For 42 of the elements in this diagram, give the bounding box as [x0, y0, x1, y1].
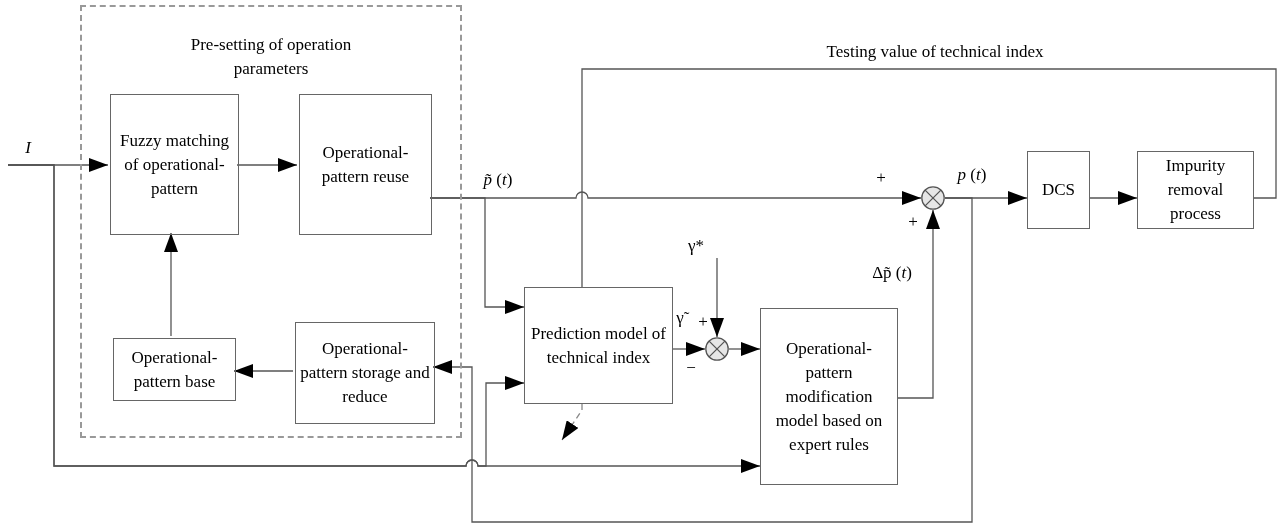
summing-junction	[705, 337, 729, 361]
summing-junction	[921, 186, 945, 210]
group-title: Pre-setting of operation parameters	[189, 34, 353, 80]
arrow	[7, 164, 761, 473]
sign-label: +	[876, 169, 886, 187]
box-label: Impurity removal process	[1164, 155, 1227, 225]
arrow	[728, 342, 761, 356]
dashed-group-box	[80, 5, 462, 438]
arrow	[236, 158, 298, 172]
arrow	[432, 197, 973, 523]
edge-label: p (t)	[955, 165, 989, 185]
arrow	[672, 342, 706, 356]
box-label: DCS	[1041, 179, 1076, 201]
sign-label: −	[686, 359, 696, 377]
process-box	[1137, 151, 1254, 229]
arrow	[561, 403, 583, 441]
reference-symbol: γ*	[688, 236, 704, 256]
process-box	[1027, 151, 1090, 229]
box-label: Operational-pattern reuse	[320, 141, 411, 188]
sign-label: +	[908, 213, 918, 231]
arrow	[1089, 191, 1138, 205]
arrow	[710, 257, 724, 338]
arrow	[897, 209, 940, 399]
process-box	[760, 308, 898, 485]
box-label: Operational-pattern base	[130, 346, 219, 393]
box-label: Operational-pattern modification model based on expert rules	[774, 337, 884, 456]
box-label: Operational-pattern storage and reduce	[300, 338, 430, 408]
process-box	[113, 338, 236, 401]
process-box	[110, 94, 239, 235]
process-box	[295, 322, 435, 424]
sign-label: +	[698, 313, 708, 331]
arrow	[233, 364, 294, 378]
box-label: Prediction model of technical index	[530, 322, 667, 369]
arrow	[164, 232, 178, 337]
arrow	[429, 197, 525, 314]
process-box	[524, 287, 673, 404]
box-label: Fuzzy matching of operational-pattern	[118, 129, 231, 200]
edge-label: Δp̃ (t)	[870, 263, 914, 283]
edge-label: p̃ (t)	[481, 170, 515, 190]
connector-line	[581, 68, 1277, 288]
edge-label: Testing value of technical index	[824, 42, 1046, 62]
process-box	[299, 94, 432, 235]
